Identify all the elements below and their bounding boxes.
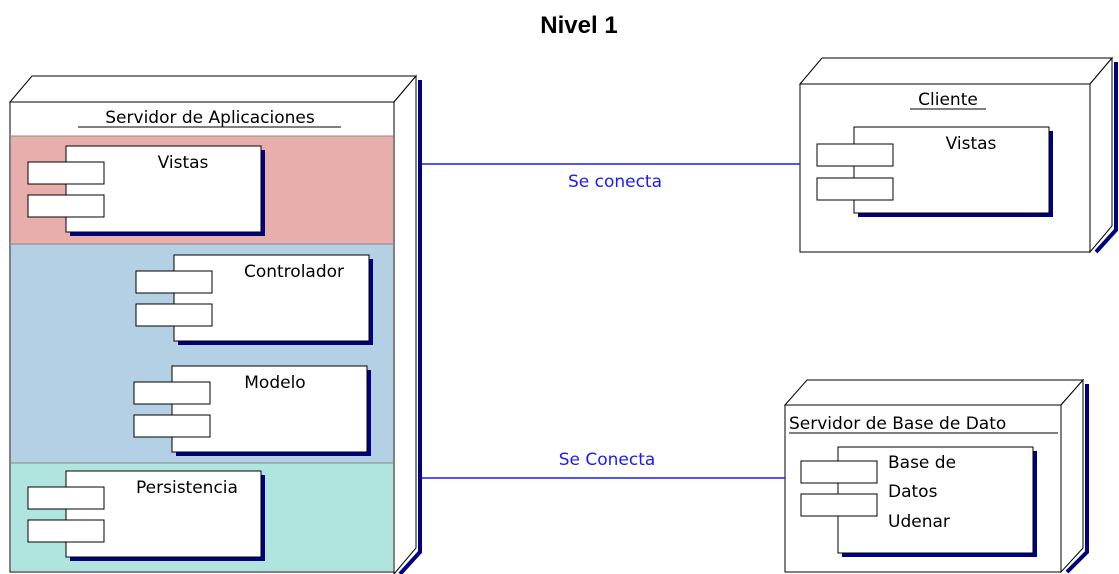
component-label-line: Base de [888,453,956,473]
component-label-line: Datos [888,482,938,502]
node-shadow [1094,62,1118,254]
node-app-server[interactable]: Servidor de Aplicaciones Vistas Controla… [8,74,422,574]
component-port [27,194,105,218]
node-top-face [8,75,418,103]
node-side-face [1060,378,1084,574]
component-body [171,365,368,453]
component-port [816,177,894,201]
component-port [27,519,105,543]
node-client[interactable]: Cliente Vistas [798,56,1118,254]
node-shadow [1065,384,1089,574]
component-base-de-datos[interactable]: Base de Datos Udenar [800,446,1037,557]
diagram-title: Nivel 1 [540,12,617,39]
component-port [133,414,211,438]
component-port [800,460,878,484]
component-vistas[interactable]: Vistas [27,145,265,236]
component-port [800,493,878,517]
component-label: Vistas [158,153,209,173]
component-port [135,303,213,327]
component-port [816,143,894,167]
node-name-db-server: Servidor de Base de Dato [789,414,1006,434]
component-port [133,381,211,405]
component-persistencia[interactable]: Persistencia [27,470,265,561]
component-controlador[interactable]: Controlador [135,254,373,345]
node-side-face [1089,56,1113,254]
connection-app-client[interactable]: Se conecta [422,163,800,192]
component-client-vistas[interactable]: Vistas [816,126,1053,217]
node-top-face [798,57,1114,85]
node-name-client: Cliente [918,90,978,110]
component-label: Persistencia [136,478,238,498]
node-db-server[interactable]: Servidor de Base de Dato Base de Datos U… [783,378,1089,574]
component-body [65,470,262,558]
component-port [27,161,105,185]
component-label-line: Udenar [888,512,950,532]
connection-label: Se conecta [568,172,662,192]
component-modelo[interactable]: Modelo [133,365,371,456]
component-label: Vistas [946,134,997,154]
component-port [135,270,213,294]
component-body [65,145,262,233]
component-label: Modelo [244,373,305,393]
component-label: Controlador [244,262,344,282]
component-port [27,486,105,510]
node-top-face [783,379,1085,406]
connection-label: Se Conecta [559,450,656,470]
node-shadow [398,80,422,574]
component-body [173,254,370,342]
node-name-app-server: Servidor de Aplicaciones [105,108,315,128]
connection-app-db[interactable]: Se Conecta [422,450,785,479]
node-side-face [393,74,417,574]
